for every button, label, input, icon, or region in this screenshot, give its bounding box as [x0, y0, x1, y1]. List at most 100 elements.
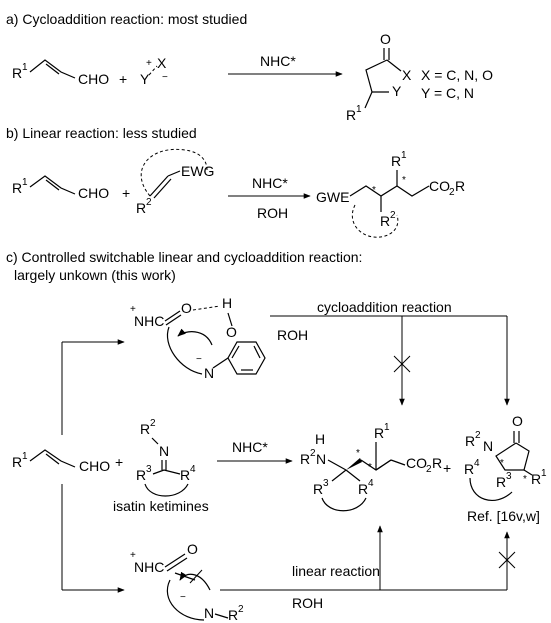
section-c: c) Controlled switchable linear and cycl…: [6, 249, 547, 623]
product-b: GWE R 1 R 2 * * CO 2 R: [316, 150, 465, 238]
svg-text:*: *: [356, 448, 360, 459]
svg-text:Y: Y: [392, 83, 402, 99]
svg-text:N: N: [483, 438, 493, 454]
svg-text:3: 3: [323, 478, 329, 489]
catalyst-c: NHC*: [232, 439, 268, 455]
svg-text:1: 1: [541, 468, 547, 479]
svg-text:2: 2: [310, 448, 316, 459]
svg-text:R: R: [12, 65, 22, 81]
svg-text:−: −: [180, 592, 186, 603]
svg-text:H: H: [315, 431, 325, 447]
roh-bottom: ROH: [292, 595, 323, 611]
product-a: O X Y R 1: [346, 31, 412, 123]
solvent-b: ROH: [257, 205, 288, 221]
svg-text:O: O: [512, 413, 523, 429]
svg-text:R: R: [496, 474, 506, 490]
svg-text:2: 2: [150, 418, 156, 429]
svg-text:X: X: [402, 67, 412, 83]
svg-text:O: O: [226, 324, 237, 340]
svg-text:1: 1: [401, 150, 407, 161]
svg-text:−: −: [196, 354, 202, 365]
svg-text:N: N: [204, 365, 214, 381]
svg-text:R: R: [464, 461, 474, 477]
svg-text:R: R: [432, 455, 442, 471]
enal-b: R 1 CHO: [12, 175, 109, 201]
cyclo-product: O R 2 N R 4 R 3 R 1 * * Ref. [16v,w]: [464, 413, 547, 524]
section-b: b) Linear reaction: less studied R 1 CHO…: [6, 125, 465, 238]
svg-text:2: 2: [146, 197, 152, 208]
isatin-label: isatin ketimines: [113, 498, 209, 514]
svg-text:*: *: [372, 185, 376, 196]
svg-text:R: R: [465, 433, 475, 449]
svg-text:+: +: [130, 304, 136, 315]
cyclo-label: cycloaddition reaction: [317, 299, 452, 315]
svg-text:R: R: [391, 153, 401, 169]
svg-text:NHC: NHC: [134, 313, 164, 329]
svg-text:1: 1: [356, 104, 362, 115]
catalyst-a: NHC*: [260, 53, 296, 69]
section-a: a) Cycloaddition reaction: most studied …: [6, 11, 493, 123]
section-c-title-line2: largely unkown (this work): [14, 267, 176, 283]
bottom-intermediate: NHC + O − N R 2: [130, 541, 244, 623]
section-b-title: b) Linear reaction: less studied: [6, 125, 197, 141]
svg-text:CO: CO: [429, 178, 450, 194]
svg-text:GWE: GWE: [316, 189, 349, 205]
svg-text:2: 2: [390, 210, 396, 221]
svg-text:R: R: [136, 200, 146, 216]
svg-text:R: R: [374, 425, 384, 441]
ref-label: Ref. [16v,w]: [467, 508, 540, 524]
legend-x: X = C, N, O: [421, 67, 493, 83]
svg-text:X: X: [157, 55, 167, 71]
catalyst-b: NHC*: [252, 175, 288, 191]
svg-text:1: 1: [22, 451, 28, 462]
isatin-ketimine: R 2 N R 3 R 4 isatin ketimines: [113, 418, 209, 514]
top-intermediate: NHC + O H O N −: [130, 295, 266, 381]
svg-text:O: O: [187, 541, 198, 557]
svg-text:R: R: [358, 481, 368, 497]
svg-text:EWG: EWG: [181, 163, 214, 179]
svg-text:+: +: [115, 454, 123, 470]
svg-text:R: R: [455, 178, 465, 194]
svg-text:CHO: CHO: [78, 71, 109, 87]
svg-text:R: R: [313, 481, 323, 497]
svg-text:R: R: [228, 607, 238, 623]
svg-text:−: −: [162, 72, 168, 83]
plus-c2: +: [443, 460, 451, 476]
svg-text:R: R: [346, 107, 356, 123]
svg-text:R: R: [140, 421, 150, 437]
svg-text:N: N: [159, 443, 169, 459]
linear-label: linear reaction: [292, 563, 380, 579]
svg-text:R: R: [12, 180, 22, 196]
section-c-title-line1: c) Controlled switchable linear and cycl…: [6, 249, 362, 265]
roh-top: ROH: [277, 327, 308, 343]
svg-text:CO: CO: [406, 455, 427, 471]
svg-text:2: 2: [475, 430, 481, 441]
linear-product: H R 2 N R 1 CO 2 R * * R 3 R 4: [300, 422, 442, 512]
svg-text:*: *: [402, 175, 406, 186]
svg-text:*: *: [523, 474, 527, 485]
svg-text:+: +: [122, 185, 130, 201]
svg-text:CHO: CHO: [78, 185, 109, 201]
legend-y: Y = C, N: [421, 85, 474, 101]
svg-text:2: 2: [426, 464, 432, 475]
svg-text:3: 3: [146, 464, 152, 475]
svg-text:R: R: [531, 471, 541, 487]
svg-text:H: H: [222, 295, 232, 311]
svg-text:R: R: [12, 454, 22, 470]
dipole-a: X Y + −: [140, 55, 168, 87]
svg-text:*: *: [368, 462, 372, 473]
svg-text:1: 1: [384, 422, 390, 433]
svg-text:R: R: [300, 451, 310, 467]
svg-text:O: O: [181, 300, 192, 316]
section-a-title: a) Cycloaddition reaction: most studied: [6, 11, 247, 27]
svg-text:*: *: [500, 458, 504, 469]
svg-text:NHC: NHC: [134, 559, 164, 575]
svg-text:+: +: [146, 58, 152, 69]
svg-text:+: +: [130, 550, 136, 561]
plus: +: [119, 71, 127, 87]
svg-text:CHO: CHO: [79, 458, 110, 474]
svg-text:R: R: [136, 467, 146, 483]
svg-text:2: 2: [238, 604, 244, 615]
acceptor-b: EWG R 2: [136, 148, 214, 216]
